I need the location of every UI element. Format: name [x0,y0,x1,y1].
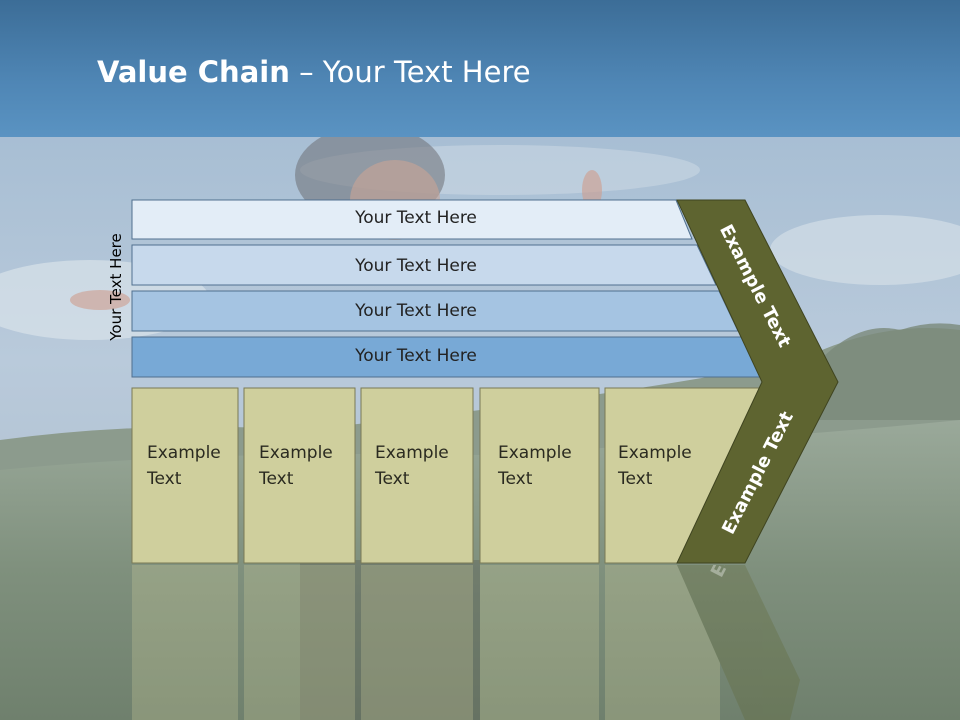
box-5-line2: Text [618,469,653,489]
page-title: Value Chain – Your Text Here [97,55,531,89]
band-1 [131,199,693,240]
band-2 [131,244,717,286]
box-2-line2: Text [259,469,294,489]
title-bold: Value Chain [97,55,290,89]
box-3-line2: Text [375,469,410,489]
box-1 [131,387,239,564]
box-1-line1: Example [147,443,221,463]
box-4 [479,387,600,564]
header-bar [0,0,960,137]
box-5-line1: Example [618,443,692,463]
box-4-line2: Text [498,469,533,489]
box-3 [360,387,474,564]
box-2 [243,387,356,564]
box-1-line2: Text [147,469,182,489]
band-label-4: Your Text Here [355,346,477,366]
band-label-2: Your Text Here [355,256,477,276]
chevron-arrow [676,199,839,564]
box-3-line1: Example [375,443,449,463]
band-label-3: Your Text Here [355,301,477,321]
band-label-1: Your Text Here [355,208,477,228]
diagram-reflection [132,565,800,720]
refl-chevron-label: Example Text [705,565,785,580]
box-2-line1: Example [259,443,333,463]
box-4-line1: Example [498,443,572,463]
title-rest: – Your Text Here [289,55,531,89]
